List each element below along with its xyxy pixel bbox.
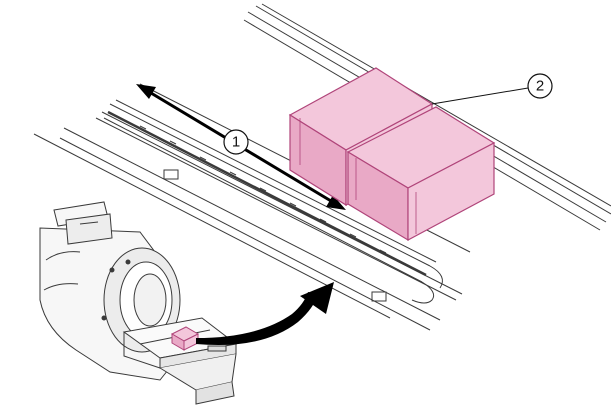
callout-1: 1 — [223, 129, 249, 155]
callout-1-label: 1 — [232, 134, 240, 151]
small-box-on-table — [170, 326, 200, 351]
mri-scanner — [39, 201, 238, 405]
callout-2: 2 — [431, 73, 553, 105]
callout-2-label: 2 — [536, 78, 544, 95]
curved-transfer-arrow-icon — [196, 282, 334, 346]
front-box — [346, 106, 496, 242]
stacked-boxes — [288, 67, 496, 242]
